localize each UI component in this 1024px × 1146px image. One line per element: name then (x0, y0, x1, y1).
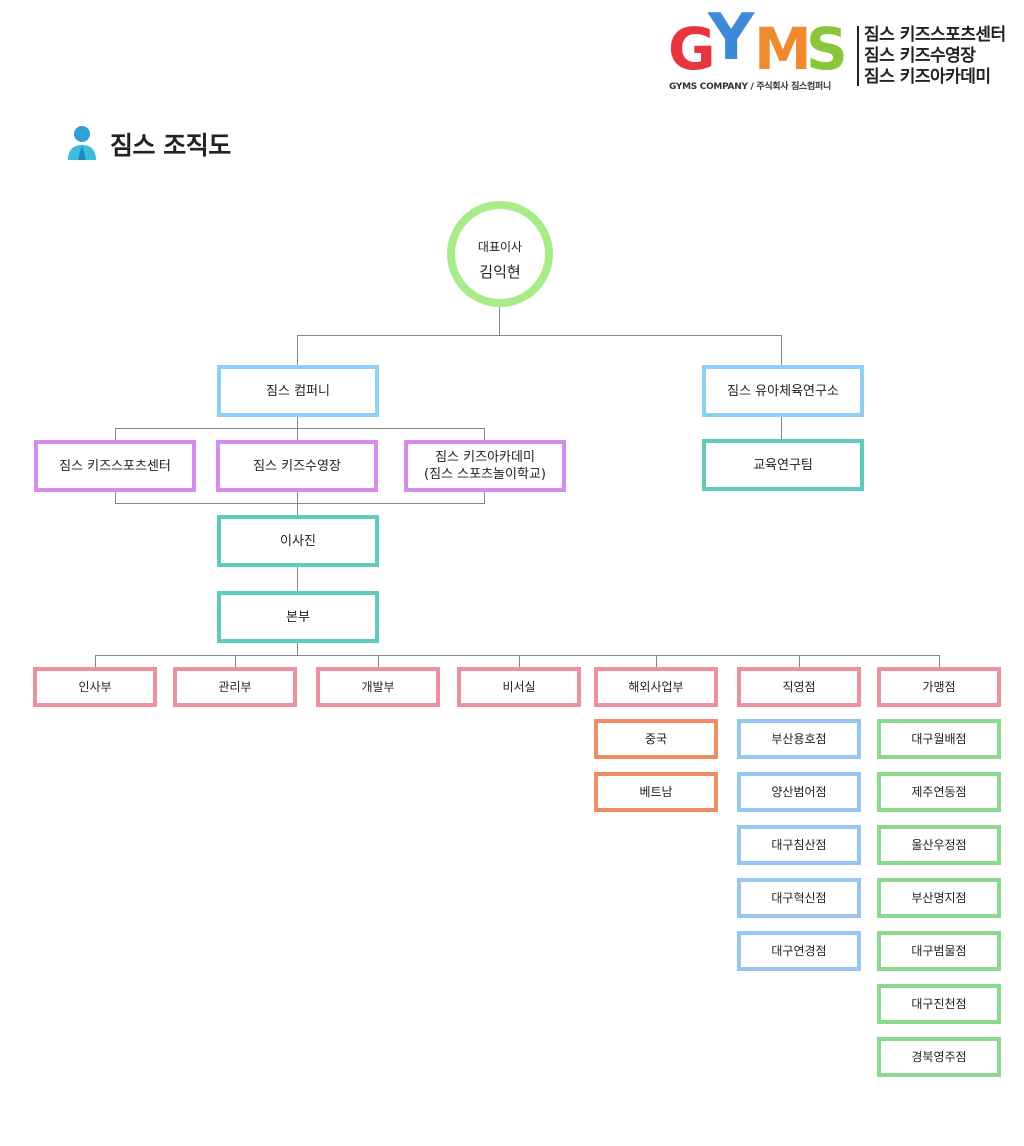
node-sublabel: (짐스 스포츠놀이학교) (424, 467, 546, 482)
logo-letter-m: M (754, 15, 812, 83)
node-label: 본부 (286, 609, 310, 625)
node-education-research-team: 교육연구팀 (702, 439, 864, 491)
node-gyms-institute: 짐스 유아체육연구소 (702, 365, 864, 417)
gyms-logo: G Y M S (668, 2, 854, 82)
node-label: 제주연동점 (911, 784, 967, 799)
node-label: 대구연경점 (771, 943, 827, 958)
node-label: 대구범물점 (911, 943, 967, 958)
node-department: 가맹점 (877, 667, 1001, 707)
node-label: 짐스 키즈수영장 (253, 458, 341, 474)
node-label: 중국 (644, 731, 668, 746)
person-icon (68, 126, 96, 160)
node-franchise-store: 부산명지점 (877, 878, 1001, 918)
logo-line: 짐스 키즈스포츠센터 (864, 25, 1006, 45)
node-label: 짐스 컴퍼니 (266, 383, 330, 399)
node-kids-swimming: 짐스 키즈수영장 (216, 440, 378, 492)
logo-company-line: GYMS COMPANY / 주식회사 짐스컴퍼니 (669, 82, 831, 92)
node-department: 해외사업부 (594, 667, 718, 707)
node-label: 짐스 키즈스포츠센터 (59, 458, 171, 474)
node-overseas: 중국 (594, 719, 718, 759)
ceo-name: 김익현 (479, 263, 521, 281)
node-franchise-store: 대구진천점 (877, 984, 1001, 1024)
node-label: 개발부 (361, 679, 395, 694)
node-department: 관리부 (173, 667, 297, 707)
node-label: 짐스 유아체육연구소 (727, 383, 839, 399)
node-franchise-store: 경북영주점 (877, 1037, 1001, 1077)
node-franchise-store: 대구범물점 (877, 931, 1001, 971)
node-direct-store: 대구혁신점 (737, 878, 861, 918)
node-label: 이사진 (280, 533, 316, 549)
node-direct-store: 대구연경점 (737, 931, 861, 971)
node-label: 인사부 (78, 679, 112, 694)
node-label: 베트남 (639, 784, 673, 799)
node-department: 직영점 (737, 667, 861, 707)
node-label: 양산범어점 (771, 784, 827, 799)
node-direct-store: 양산범어점 (737, 772, 861, 812)
node-franchise-store: 대구월배점 (877, 719, 1001, 759)
node-franchise-store: 제주연동점 (877, 772, 1001, 812)
node-label: 비서실 (502, 679, 536, 694)
node-department: 비서실 (457, 667, 581, 707)
node-direct-store: 부산용호점 (737, 719, 861, 759)
node-label: 대구침산점 (771, 837, 827, 852)
node-label: 직영점 (782, 679, 816, 694)
node-board: 이사진 (217, 515, 379, 567)
node-label: 교육연구팀 (753, 457, 813, 473)
node-franchise-store: 울산우정점 (877, 825, 1001, 865)
logo-letter-g: G (668, 15, 716, 83)
node-label: 해외사업부 (628, 679, 684, 694)
node-label: 경북영주점 (911, 1049, 967, 1064)
node-label: 짐스 키즈아카데미 (435, 450, 535, 465)
node-direct-store: 대구침산점 (737, 825, 861, 865)
logo-business-lines: 짐스 키즈스포츠센터 짐스 키즈수영장 짐스 키즈아카데미 (864, 25, 1006, 88)
node-label: 가맹점 (922, 679, 956, 694)
node-label: 관리부 (218, 679, 252, 694)
node-kids-academy: 짐스 키즈아카데미 (짐스 스포츠놀이학교) (404, 440, 566, 492)
node-hq: 본부 (217, 591, 379, 643)
node-kids-sports-center: 짐스 키즈스포츠센터 (34, 440, 196, 492)
node-overseas: 베트남 (594, 772, 718, 812)
node-label: 대구진천점 (911, 996, 967, 1011)
logo-letter-y: Y (708, 1, 755, 75)
logo-letter-s: S (806, 15, 848, 83)
node-gyms-company: 짐스 컴퍼니 (217, 365, 379, 417)
ceo-node: 대표이사 김익현 (447, 201, 553, 307)
logo-divider (857, 26, 859, 86)
node-label: 대구월배점 (911, 731, 967, 746)
node-department: 인사부 (33, 667, 157, 707)
page-title: 짐스 조직도 (110, 131, 231, 160)
node-label: 대구혁신점 (771, 890, 827, 905)
node-department: 개발부 (316, 667, 440, 707)
logo-line: 짐스 키즈아카데미 (864, 67, 991, 87)
node-label: 울산우정점 (911, 837, 967, 852)
ceo-role: 대표이사 (477, 240, 523, 254)
node-label: 부산용호점 (771, 731, 827, 746)
logo-line: 짐스 키즈수영장 (864, 46, 976, 66)
node-label: 부산명지점 (911, 890, 967, 905)
